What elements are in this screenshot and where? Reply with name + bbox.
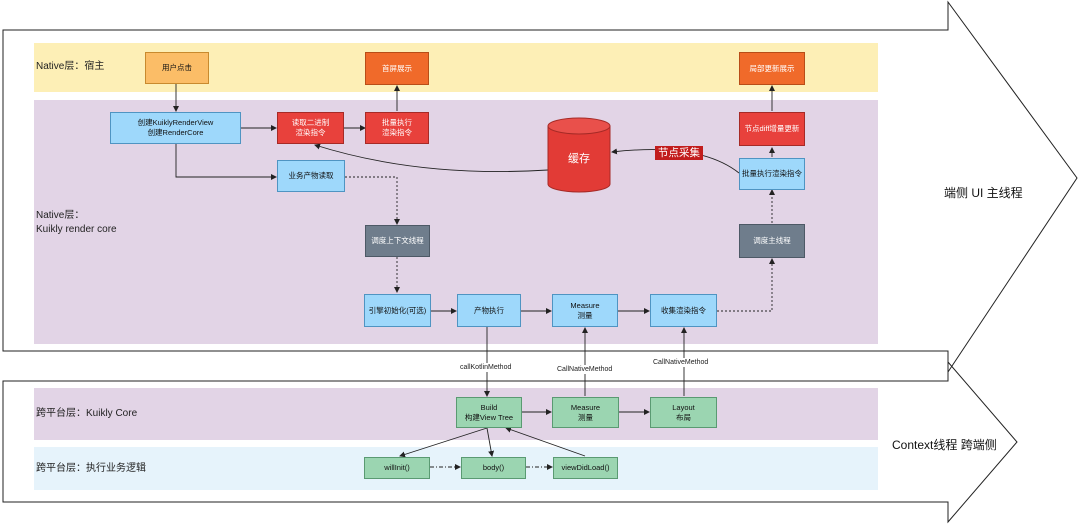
user-click-node: 用户点击 [145,52,209,84]
engine-init-node: 引擎初始化(可选) [364,294,431,327]
cache-cylinder [547,117,611,193]
biz-read-node: 业务产物读取 [277,160,345,192]
build-node: Build 构建View Tree [456,397,522,428]
will-init-node: willInit() [364,457,430,479]
schedule-main-node: 调度主线程 [739,224,805,258]
layer-native-core-label: Native层： Kuikly render core [36,210,117,235]
layer-native-host-label: Native层：宿主 [36,61,105,72]
layout-node: Layout 布局 [650,397,717,428]
read-binary-node: 读取二进制 渲染指令 [277,112,344,144]
call-native-label-1: CallNativeMethod [556,365,614,374]
batch-exec-render-node: 批量执行渲染指令 [739,158,805,190]
view-did-load-node: viewDidLoad() [553,457,618,479]
measure-top-node: Measure 测量 [552,294,618,327]
context-thread-arrow [2,360,1018,524]
call-kotlin-label: callKotlinMethod [459,363,513,372]
ui-thread-label: 端侧 UI 主线程 [944,186,1023,200]
ui-thread-arrow [2,0,1078,374]
layer-cross-biz-label: 跨平台层：执行业务逻辑 [36,463,146,474]
cache-label: 缓存 [568,153,590,165]
call-native-label-2: CallNativeMethod [652,358,710,367]
body-node: body() [461,457,526,479]
node-diff-node: 节点diff增量更新 [739,112,805,146]
schedule-context-node: 调度上下文线程 [365,225,430,257]
context-thread-label: Context线程 跨端侧 [892,438,997,452]
first-screen-node: 首屏展示 [365,52,429,85]
measure-bottom-node: Measure 测量 [552,397,619,428]
node-collect-tag: 节点采集 [655,146,703,160]
create-view-node: 创建KuiklyRenderView 创建RenderCore [110,112,241,144]
layer-cross-core-label: 跨平台层：Kuikly Core [36,408,138,419]
band-cross-biz [34,447,878,490]
product-exec-node: 产物执行 [457,294,521,327]
batch-exec-node: 批量执行 渲染指令 [365,112,429,144]
partial-update-show-node: 局部更新展示 [739,52,805,85]
collect-render-node: 收集渲染指令 [650,294,717,327]
